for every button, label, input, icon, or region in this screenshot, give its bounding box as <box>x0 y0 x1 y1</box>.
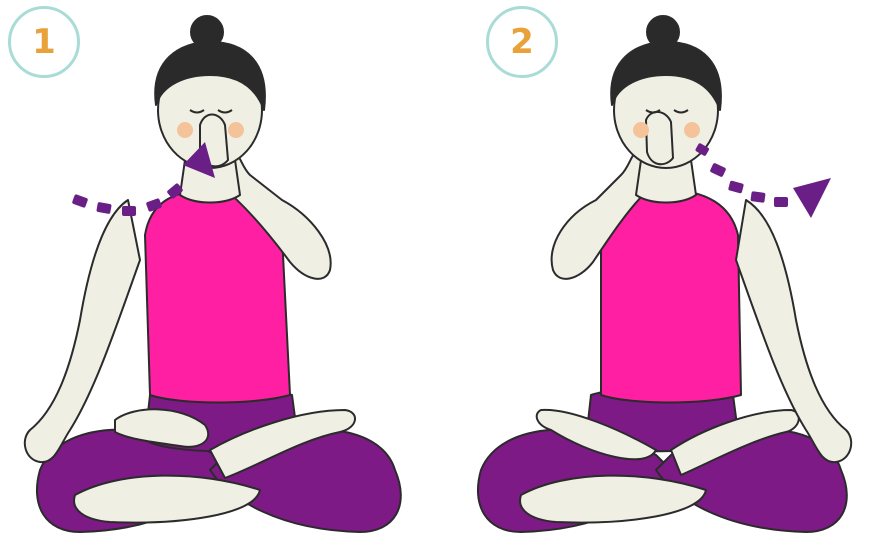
hair-bun <box>191 16 223 48</box>
step-2-number: 2 <box>510 22 534 62</box>
step-1-panel: 1 <box>0 0 440 536</box>
step-2-badge: 2 <box>486 6 558 78</box>
step-2-panel: 2 <box>441 0 881 536</box>
step-1-badge: 1 <box>8 6 80 78</box>
step-2-figure <box>441 0 881 536</box>
step-1-figure <box>0 0 440 536</box>
step-1-number: 1 <box>32 22 56 62</box>
